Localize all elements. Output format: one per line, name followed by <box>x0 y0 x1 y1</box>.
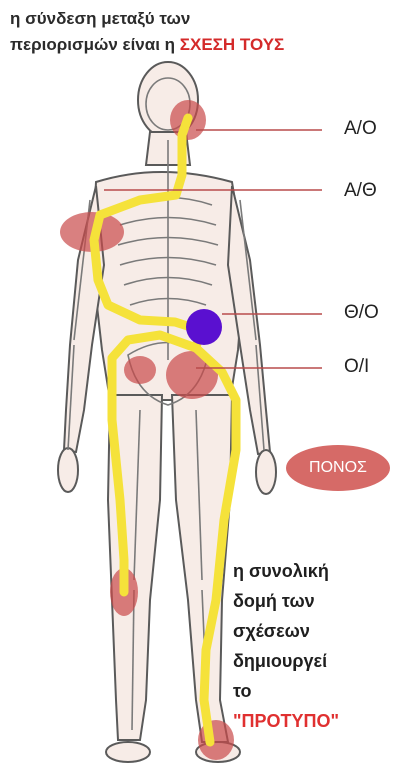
pain-badge: ΠΟΝΟΣ <box>286 445 390 491</box>
label-oi: Ο/Ι <box>344 356 369 378</box>
note-line-1: η συνολική <box>233 556 403 586</box>
label-thetao: Θ/Ο <box>344 302 379 324</box>
note-line-4: δημιουργεί <box>233 646 403 676</box>
note-line-5: το <box>233 676 403 706</box>
note-line-2: δομή των <box>233 586 403 616</box>
label-atheta: Α/Θ <box>344 180 377 202</box>
label-ao: Α/Ο <box>344 118 377 140</box>
focus-point <box>186 309 222 345</box>
pain-zone-hip <box>124 356 156 384</box>
pattern-note: η συνολική δομή των σχέσεων δημιουργεί τ… <box>233 556 403 736</box>
note-line-3: σχέσεων <box>233 616 403 646</box>
note-highlight: "ΠΡΟΤΥΠΟ" <box>233 706 403 736</box>
